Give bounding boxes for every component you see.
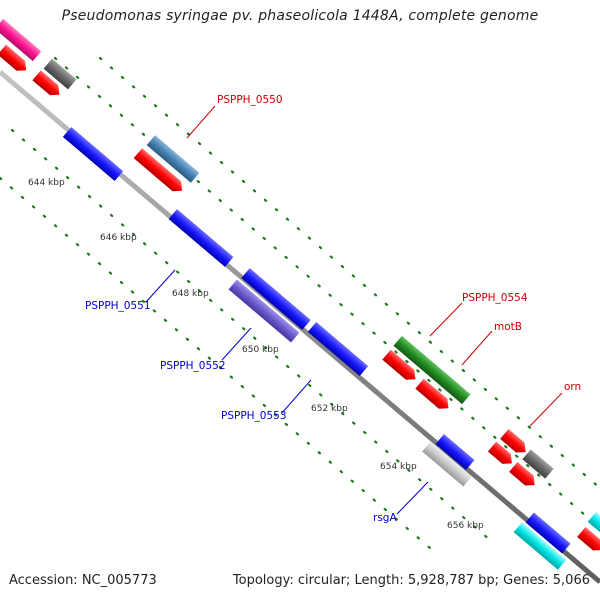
- gene-block: [62, 127, 124, 181]
- cds-arrow: [577, 526, 600, 551]
- gene-block: [513, 522, 567, 570]
- gene-block: [522, 449, 554, 479]
- cds-arrow-shape: [0, 44, 27, 71]
- tick-label: 644 kbp: [28, 178, 65, 188]
- gene-block-shape: [146, 135, 200, 183]
- cds-arrow-shape: [133, 148, 183, 192]
- gene-block: [435, 434, 475, 470]
- cds-arrow: [487, 441, 512, 464]
- gene-block-shape: [168, 209, 234, 267]
- gene-block: [146, 135, 200, 183]
- gene-block-shape: [393, 335, 471, 405]
- gene-block: [168, 209, 234, 267]
- tick-label: 650 kbp: [242, 345, 279, 355]
- cds-arrow: [500, 428, 526, 453]
- gene-block: [0, 18, 42, 62]
- cds-arrow: [32, 70, 60, 96]
- gene-block: [307, 322, 369, 376]
- cds-arrow: [382, 349, 416, 380]
- gene-label-reverse: PSPPH_0552: [160, 360, 226, 372]
- gene-block: [587, 511, 600, 533]
- gene-block: [228, 279, 300, 343]
- gene-label-reverse: PSPPH_0551: [85, 300, 151, 312]
- gene-block: [241, 268, 311, 330]
- gene-block: [422, 441, 472, 487]
- dotted-track-inner: [0, 128, 492, 550]
- label-leaders: [145, 105, 563, 515]
- gene-label-forward: PSPPH_0554: [462, 292, 528, 304]
- gene-labels: PSPPH_0550 PSPPH_0554 motB orn PSPPH_055…: [85, 94, 581, 524]
- cds-arrow-shape: [487, 441, 512, 464]
- gene-block-shape: [0, 18, 42, 62]
- gene-block: [525, 512, 571, 554]
- cds-arrow: [509, 461, 535, 486]
- gene-block-shape: [522, 449, 554, 479]
- gene-label-forward: orn: [564, 381, 581, 393]
- cds-arrow: [0, 44, 27, 71]
- tick-label: 652 kbp: [311, 404, 348, 414]
- tick-label: 648 kbp: [172, 289, 209, 299]
- scale-ticks: 644 kbp 646 kbp 648 kbp 650 kbp 652 kbp …: [28, 178, 484, 531]
- accession-text: Accession: NC_005773: [9, 573, 157, 588]
- genome-summary-text: Topology: circular; Length: 5,928,787 bp…: [232, 573, 590, 588]
- gene-block-shape: [525, 512, 571, 554]
- gene-label-reverse: PSPPH_0553: [221, 410, 287, 422]
- tick-label: 646 kbp: [100, 233, 137, 243]
- cds-arrow-shape: [509, 461, 535, 486]
- gene-label-forward: motB: [494, 321, 522, 333]
- cds-arrow: [415, 378, 449, 409]
- tick-label: 656 kbp: [447, 521, 484, 531]
- gene-block-shape: [62, 127, 124, 181]
- map-title: Pseudomonas syringae pv. phaseolicola 14…: [61, 8, 539, 24]
- cds-arrow-shape: [32, 70, 60, 96]
- gene-block-shape: [241, 268, 311, 330]
- cds-arrow: [133, 148, 183, 192]
- gene-block: [393, 335, 471, 405]
- gene-block-shape: [513, 522, 567, 570]
- gene-block-shape: [307, 322, 369, 376]
- gene-block-shape: [228, 279, 300, 343]
- cds-arrow-shape: [577, 526, 600, 551]
- gene-label-forward: PSPPH_0550: [217, 94, 283, 106]
- tick-label: 654 kbp: [380, 462, 417, 472]
- cds-arrow-shape: [415, 378, 449, 409]
- cds-arrow-shape: [500, 428, 526, 453]
- cds-arrow-shape: [382, 349, 416, 380]
- gene-block-shape: [587, 511, 600, 533]
- gene-block: [43, 58, 77, 90]
- gene-block-shape: [422, 441, 472, 487]
- feature-layer: [0, 18, 600, 570]
- gene-block-shape: [43, 58, 77, 90]
- gene-block-shape: [435, 434, 475, 470]
- gene-label-reverse: rsgA: [373, 512, 397, 524]
